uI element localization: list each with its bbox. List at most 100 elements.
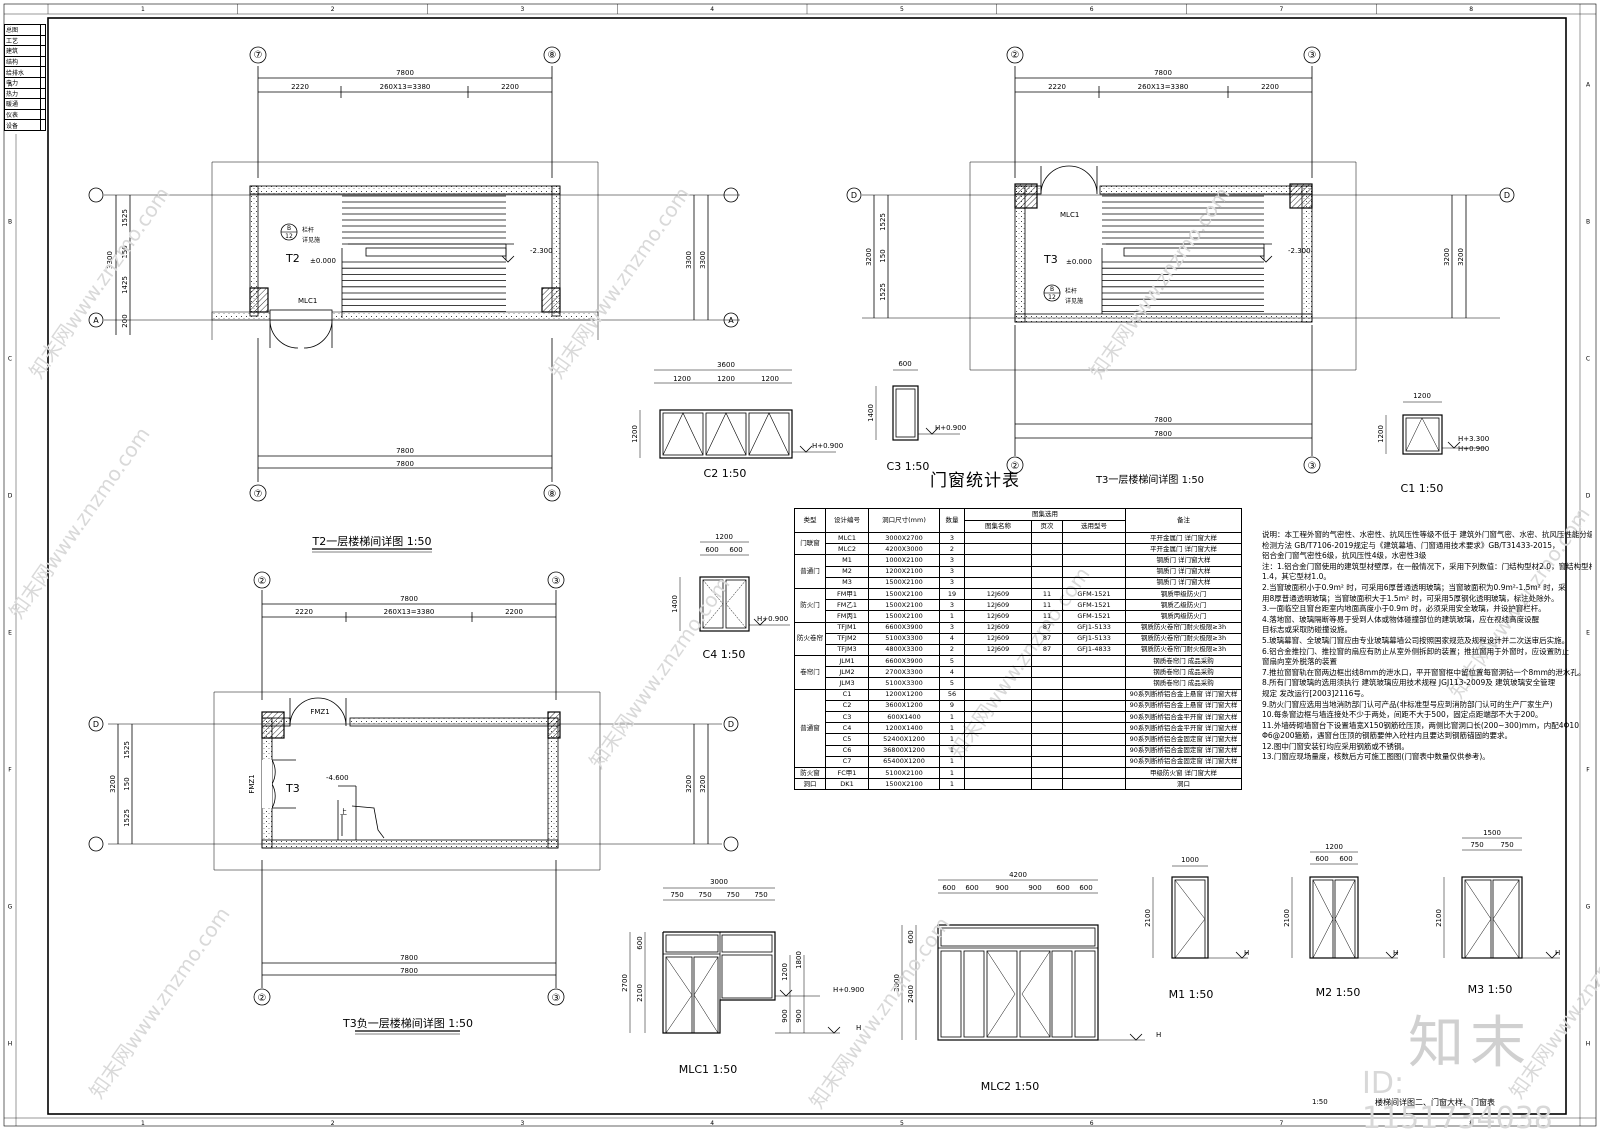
t2-plan	[104, 66, 740, 482]
grid-col-label: 6	[1090, 6, 1094, 13]
grid-row-label: E	[1586, 630, 1590, 637]
table-cell: C5	[825, 733, 869, 746]
t3-dim-v2: 150	[879, 249, 887, 262]
mlc1-r3: 900	[781, 1009, 789, 1022]
table-cell: 11	[1031, 587, 1063, 601]
table-cell: DK1	[825, 778, 869, 791]
t2-bubble-bottom: 12	[285, 233, 293, 240]
mlc2-base: H	[1156, 1031, 1161, 1039]
discipline-label: 给排水	[4, 66, 41, 78]
t3b-door-left: FMZ1	[248, 774, 256, 793]
table-cell: 3600X1200	[868, 699, 940, 713]
grid-col-label: 4	[710, 1120, 714, 1127]
t3-dim-total: 7800	[1154, 69, 1172, 77]
t3-axis-d-right: D	[1504, 191, 1510, 200]
t3b-axis-bubble-top-right	[547, 571, 565, 589]
t2-rail-note2: 详见施	[302, 236, 320, 244]
table-cell: 87	[1031, 621, 1063, 634]
note-line: Φ6@200箍筋，遇窗台压顶的钢筋要伸入砼柱内且要达到钢筋锚固的要求。	[1262, 731, 1512, 741]
t2-dim-c: 2200	[501, 83, 519, 91]
note-line: 用8厚普通透明玻璃；当窗玻面积大于1.5m² 时，可采用5厚钢化透明玻璃，标注处…	[1262, 593, 1559, 603]
th-size: 洞口尺寸(mm)	[868, 508, 940, 533]
t2-axis-bubble-left-upper	[88, 187, 104, 203]
table-cell	[1062, 543, 1126, 556]
table-cell	[964, 688, 1032, 701]
c2-title: C2 1:50	[704, 467, 747, 480]
t3b-axis-bubble-left-lower	[88, 836, 104, 852]
table-cell: 钢质乙级防火门	[1125, 599, 1242, 612]
t3-dim-v-total: 3200	[865, 248, 873, 266]
table-cell: 钢质门 详门窗大样	[1125, 576, 1242, 589]
c3-title: C3 1:50	[887, 460, 930, 473]
table-cell: TFJM3	[825, 643, 869, 657]
table-cell: 1000X2100	[868, 554, 940, 567]
mlc2-title: MLC2 1:50	[981, 1080, 1040, 1093]
t2-axis-top-right: ⑧	[548, 50, 557, 61]
mlc1-h2: 2100	[636, 984, 644, 1002]
table-cell: 1	[939, 744, 965, 757]
table-cell: 1	[939, 722, 965, 735]
table-cell: 12J609	[964, 621, 1032, 634]
t3-name: T3	[1043, 253, 1058, 266]
grid-col-label: 1	[141, 6, 145, 13]
t3b-axis-top-left: ②	[258, 576, 267, 587]
table-cell: 11	[1031, 610, 1063, 623]
th-code: 设计编号	[825, 508, 869, 533]
table-cell: 5	[939, 677, 965, 690]
cell-type: 防火卷帘	[794, 621, 826, 657]
discipline-sign-cell	[39, 87, 47, 100]
discipline-label: 设备	[4, 119, 41, 131]
cell-type: 洞口	[794, 778, 826, 791]
table-cell	[1062, 576, 1126, 589]
note-line: 6.铝合金推拉门、推拉窗的扇应有防止从室外侧拆卸的装置；推拉窗用于外窗时，应设置…	[1262, 646, 1570, 656]
table-cell: 600X1400	[868, 710, 940, 724]
t2-name: T2	[285, 252, 300, 265]
table-cell: 3	[939, 621, 965, 634]
table-cell	[964, 733, 1032, 746]
t3-dim-v-right-1: 3200	[1443, 248, 1451, 266]
table-cell	[964, 655, 1032, 668]
table-cell	[1062, 677, 1126, 690]
table-cell: 2700X3300	[868, 666, 940, 679]
table-cell: 12J609	[964, 643, 1032, 657]
door-window-schedule: 类型 设计编号 洞口尺寸(mm) 数量 图集选用 备注 图集名称 页次 选用型号…	[794, 508, 1242, 791]
t2-title: T2一层楼梯间详图 1:50	[312, 534, 432, 548]
t3-axis-bubble-bottom-right	[1303, 456, 1321, 474]
table-cell: 1	[939, 710, 965, 724]
table-cell: C6	[825, 744, 869, 757]
th-atlas-name: 图集名称	[964, 520, 1032, 533]
table-cell: 钢质卷帘门 成品采购	[1125, 666, 1242, 679]
mlc1-h1: 600	[636, 936, 644, 949]
table-cell: TFJM2	[825, 632, 869, 645]
discipline-label: 电力	[4, 76, 41, 89]
t2-axis-bubble-top-right	[543, 46, 561, 64]
table-cell: 4	[939, 666, 965, 679]
mlc1-base: H	[856, 1024, 861, 1032]
t2-dim-bottom-1: 7800	[396, 447, 414, 455]
table-cell: 1	[939, 755, 965, 768]
t3b-dim-c: 2200	[505, 608, 523, 616]
t3b-name: T3	[285, 782, 300, 795]
m3-width: 1500	[1483, 829, 1501, 837]
c2-pane-3: 1200	[761, 375, 779, 383]
table-cell: GFJ1-5133	[1062, 632, 1126, 645]
t3-axis-d-left: D	[851, 191, 857, 200]
t3b-axis-top-right: ③	[552, 576, 561, 587]
table-cell	[964, 666, 1032, 679]
discipline-label: 工艺	[4, 34, 41, 47]
t2-axis-bubble-right	[723, 312, 739, 328]
t3b-axis-bubble-right-lower	[723, 836, 739, 852]
table-cell: 90系列断桥铝合金固定窗 详门窗大样	[1125, 755, 1242, 768]
cell-type: 防火门	[794, 587, 826, 623]
grid-row-label: A	[1586, 82, 1591, 89]
c1-sill-2: H+0.900	[1458, 445, 1489, 453]
m2-width: 1200	[1325, 843, 1343, 851]
